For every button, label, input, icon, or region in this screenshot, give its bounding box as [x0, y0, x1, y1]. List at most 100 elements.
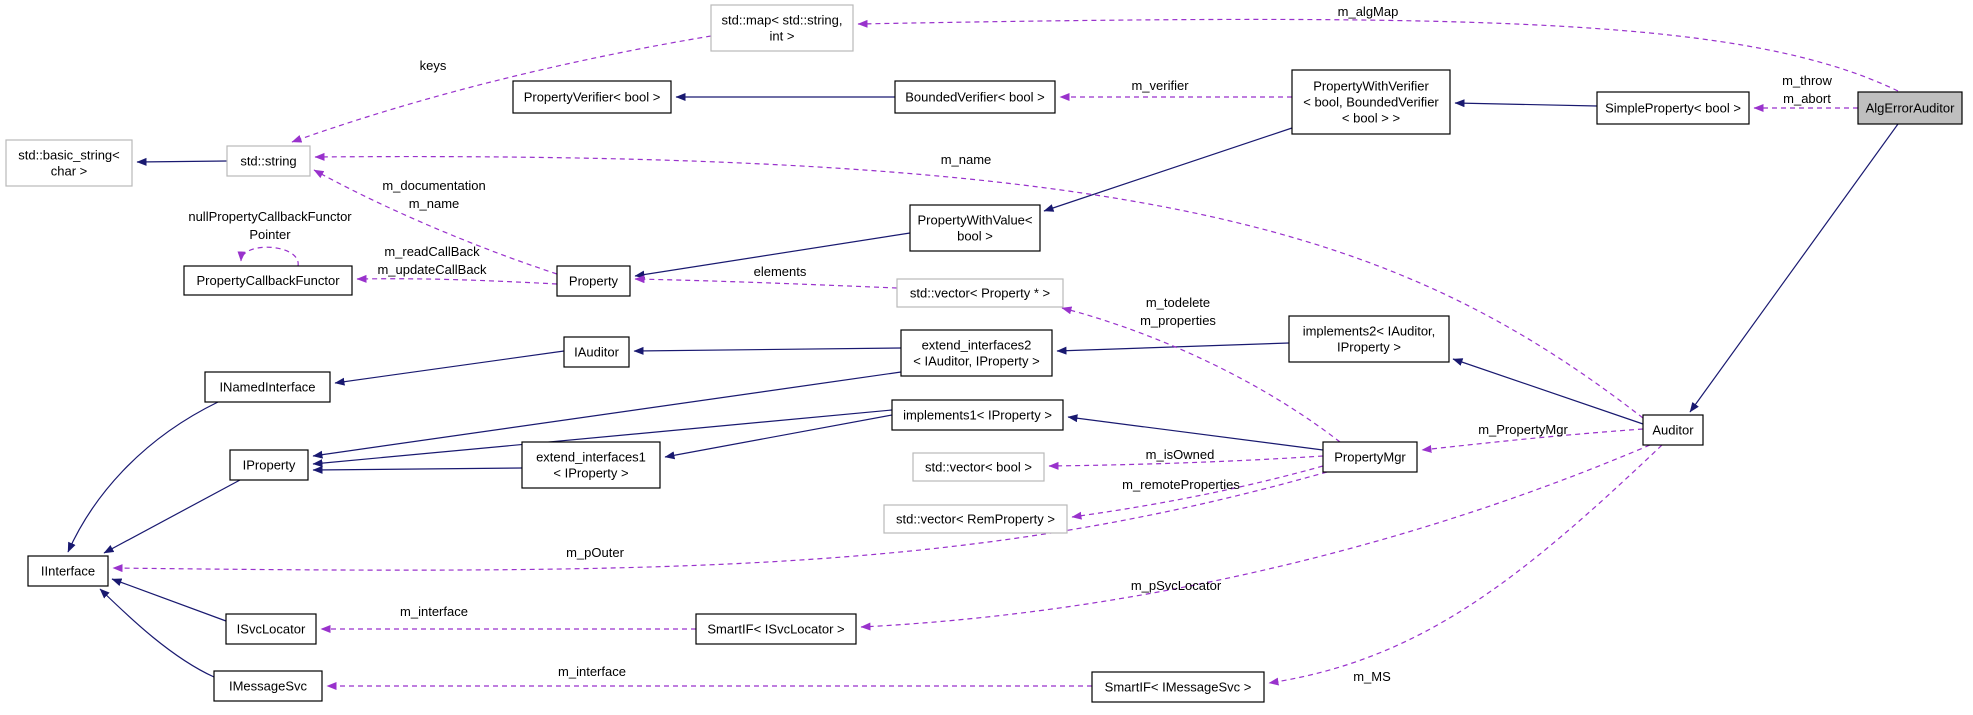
node-std-vector-bool-box — [912, 452, 1045, 482]
edge-m-callbacks — [356, 274, 558, 285]
edge-m-doc-m-name — [313, 169, 558, 275]
node-imessagesvc-box[interactable] — [213, 670, 323, 702]
edge-stdstring-to-basicstring — [136, 157, 228, 166]
node-extend-interfaces1-box[interactable] — [521, 441, 661, 489]
node-std-basic-string-box — [5, 139, 133, 187]
node-property-verifier[interactable]: PropertyVerifier< bool > — [512, 80, 672, 114]
edge-m-todelete-m-properties — [1061, 306, 1341, 443]
node-simple-property-box[interactable] — [1596, 91, 1750, 125]
node-property-mgr-box[interactable] — [1322, 441, 1418, 473]
node-isvclocator-label: ISvcLocator — [237, 622, 306, 637]
edge-label-m-name-auditor: m_name — [941, 152, 992, 167]
edge-auditor-m-name — [314, 152, 1644, 419]
node-isvclocator-box[interactable] — [225, 613, 317, 645]
edge-label-null-functor-line2: Pointer — [249, 227, 291, 242]
node-iauditor[interactable]: IAuditor — [563, 336, 630, 368]
node-iinterface-box[interactable] — [27, 555, 109, 587]
node-smartif-imessagesvc-label: SmartIF< IMessageSvc > — [1105, 680, 1252, 695]
edge-m-psvclocator — [860, 444, 1651, 631]
node-auditor-box[interactable] — [1642, 414, 1704, 446]
node-iinterface[interactable]: IInterface — [27, 555, 109, 587]
node-implements1[interactable]: implements1< IProperty > — [891, 399, 1064, 431]
node-iauditor-label: IAuditor — [574, 345, 619, 360]
edge-m-propertymgr — [1421, 428, 1644, 453]
edge-m-ms — [1268, 444, 1663, 686]
edge-elements — [634, 275, 898, 289]
node-property-with-verifier-label: PropertyWithVerifier< bool, BoundedVerif… — [1303, 79, 1439, 126]
node-bounded-verifier[interactable]: BoundedVerifier< bool > — [894, 80, 1056, 114]
edge-algerrorauditor-to-auditor — [1689, 123, 1899, 413]
edge-label-elements: elements — [754, 264, 807, 279]
edge-label-m-pouter: m_pOuter — [566, 545, 624, 560]
node-extend-interfaces1[interactable]: extend_interfaces1< IProperty > — [521, 441, 661, 489]
edge-iproperty-to-iinterface — [103, 479, 241, 554]
node-std-string-box — [226, 145, 311, 177]
node-iproperty[interactable]: IProperty — [229, 449, 309, 481]
node-implements2-label: implements2< IAuditor,IProperty > — [1303, 324, 1436, 355]
edge-pwverifier-to-pwvalue — [1043, 127, 1293, 212]
node-implements2[interactable]: implements2< IAuditor,IProperty > — [1288, 315, 1450, 363]
node-property-with-verifier-box[interactable] — [1291, 69, 1451, 135]
node-iproperty-box[interactable] — [229, 449, 309, 481]
node-bounded-verifier-label: BoundedVerifier< bool > — [905, 90, 1045, 105]
node-smartif-isvclocator[interactable]: SmartIF< ISvcLocator > — [695, 613, 857, 645]
node-alg-error-auditor-label: AlgErrorAuditor — [1866, 101, 1956, 116]
edge-label-m-throw: m_throw — [1782, 73, 1832, 88]
node-iinterface-label: IInterface — [41, 564, 95, 579]
edge-label-null-functor-line1: nullPropertyCallbackFunctor — [188, 209, 352, 224]
edge-label-m-updatecallback: m_updateCallBack — [377, 262, 487, 277]
node-inamed-interface[interactable]: INamedInterface — [204, 371, 331, 403]
node-std-string: std::string — [226, 145, 311, 177]
node-property-mgr[interactable]: PropertyMgr — [1322, 441, 1418, 473]
node-property-with-verifier[interactable]: PropertyWithVerifier< bool, BoundedVerif… — [1291, 69, 1451, 135]
node-property-callback-functor-box[interactable] — [183, 265, 353, 296]
node-implements2-box[interactable] — [1288, 315, 1450, 363]
edge-isvclocator-to-iinterface — [111, 578, 227, 622]
node-extend-interfaces2-box[interactable] — [900, 329, 1053, 377]
node-property-label: Property — [569, 274, 619, 289]
node-property-with-value[interactable]: PropertyWithValue<bool > — [909, 204, 1041, 252]
node-std-map-box — [710, 4, 854, 52]
node-std-vector-bool-label: std::vector< bool > — [925, 460, 1032, 475]
edge-extendinterfaces2-to-iproperty — [312, 371, 902, 459]
edge-label-m-propertymgr: m_PropertyMgr — [1478, 422, 1568, 437]
edge-extendinterfaces1-to-iproperty — [312, 465, 523, 474]
node-imessagesvc[interactable]: IMessageSvc — [213, 670, 323, 702]
edge-simpleproperty-to-pwverifier — [1454, 99, 1598, 108]
node-extend-interfaces2[interactable]: extend_interfaces2< IAuditor, IProperty … — [900, 329, 1053, 377]
node-property-with-value-box[interactable] — [909, 204, 1041, 252]
edge-label-m-interface-2: m_interface — [558, 664, 626, 679]
node-property-verifier-box[interactable] — [512, 80, 672, 114]
node-smartif-isvclocator-label: SmartIF< ISvcLocator > — [707, 622, 844, 637]
node-std-vector-property-label: std::vector< Property * > — [910, 286, 1050, 301]
edge-label-m-ms: m_MS — [1353, 669, 1391, 684]
node-iauditor-box[interactable] — [563, 336, 630, 368]
node-extend-interfaces1-label: extend_interfaces1< IProperty > — [536, 450, 646, 481]
node-std-vector-remproperty: std::vector< RemProperty > — [883, 504, 1068, 534]
node-implements1-box[interactable] — [891, 399, 1064, 431]
node-std-vector-property: std::vector< Property * > — [896, 278, 1064, 308]
node-simple-property[interactable]: SimpleProperty< bool > — [1596, 91, 1750, 125]
node-inamed-interface-box[interactable] — [204, 371, 331, 403]
edge-extendinterfaces2-to-iauditor — [633, 346, 902, 355]
edge-label-m-readcallback: m_readCallBack — [384, 244, 480, 259]
edge-label-m-name-property: m_name — [409, 196, 460, 211]
node-smartif-imessagesvc-box[interactable] — [1091, 671, 1265, 703]
node-bounded-verifier-box[interactable] — [894, 80, 1056, 114]
edge-implements2-to-extendinterfaces2 — [1056, 342, 1290, 355]
node-smartif-imessagesvc[interactable]: SmartIF< IMessageSvc > — [1091, 671, 1265, 703]
node-smartif-isvclocator-box[interactable] — [695, 613, 857, 645]
node-auditor[interactable]: Auditor — [1642, 414, 1704, 446]
node-property-box[interactable] — [556, 265, 631, 297]
node-property[interactable]: Property — [556, 265, 631, 297]
node-property-callback-functor[interactable]: PropertyCallbackFunctor — [183, 265, 353, 296]
node-std-map-label: std::map< std::string,int > — [721, 13, 842, 44]
edge-label-m-algmap: m_algMap — [1338, 4, 1399, 19]
node-std-basic-string-label: std::basic_string<char > — [18, 148, 120, 179]
node-std-basic-string: std::basic_string<char > — [5, 139, 133, 187]
node-isvclocator[interactable]: ISvcLocator — [225, 613, 317, 645]
edge-label-m-properties: m_properties — [1140, 313, 1216, 328]
